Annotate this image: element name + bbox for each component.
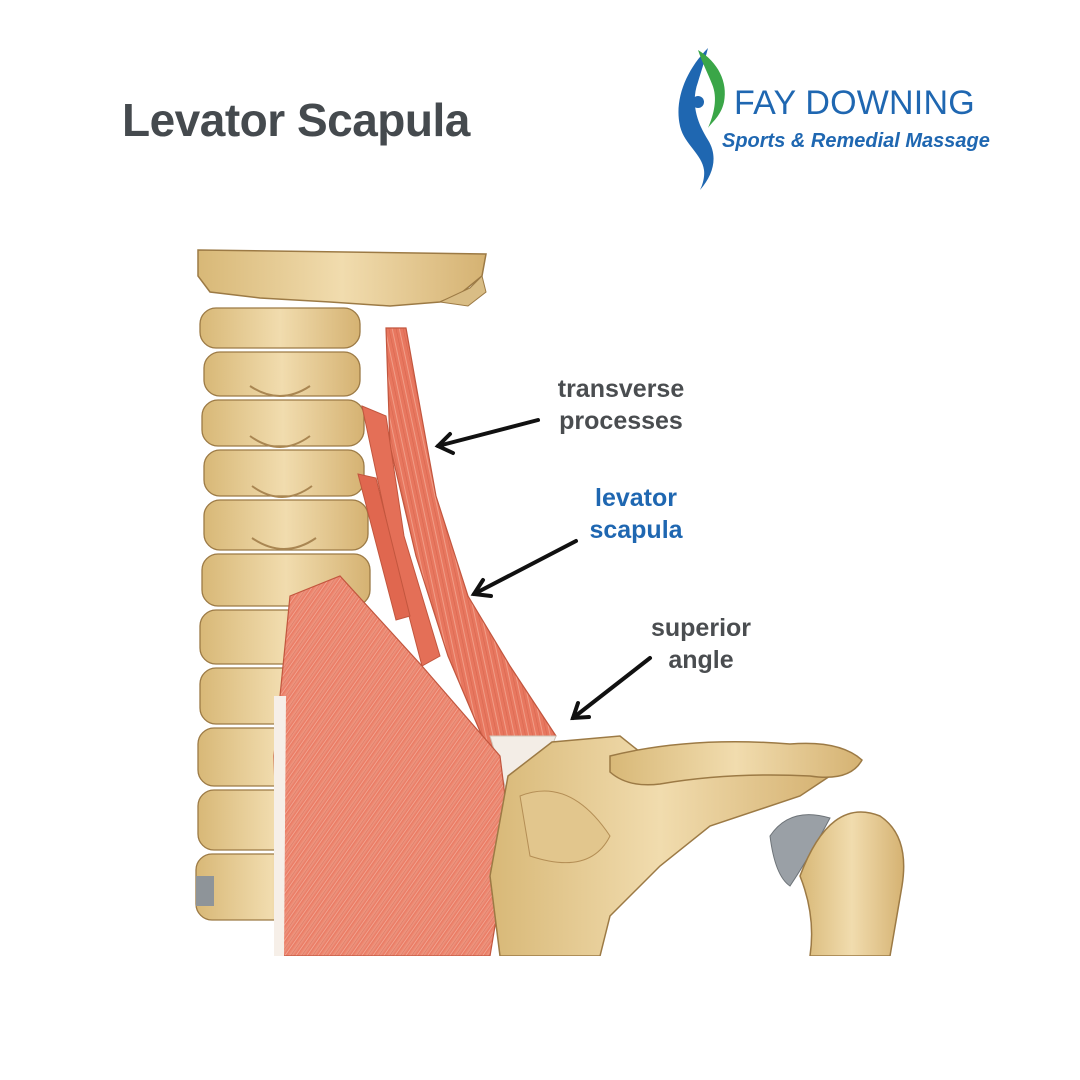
skull-base [197, 249, 487, 307]
label-transverse-processes: transverse processes [548, 373, 694, 437]
label-levator-scapula-line2: scapula [589, 516, 683, 544]
figure-swoosh-icon [678, 48, 725, 190]
clavicle [609, 740, 863, 786]
label-transverse-processes-line1: transverse [557, 375, 685, 403]
label-superior-angle-line1: superior [650, 614, 752, 642]
label-superior-angle: superior angle [640, 612, 762, 676]
label-transverse-processes-line2: processes [559, 407, 683, 435]
levator-scapula-muscle [357, 327, 557, 797]
arrow-levator-scapula [470, 539, 578, 598]
label-levator-scapula: levator scapula [578, 482, 694, 546]
brand-name: FAY DOWNING [734, 84, 975, 122]
arrow-transverse-processes [434, 418, 540, 455]
brand-logo: FAY DOWNING Sports & Remedial Massage [668, 42, 1008, 192]
arrow-superior-angle [570, 656, 652, 721]
scapula [489, 735, 832, 956]
brand-tagline: Sports & Remedial Massage [722, 130, 990, 152]
label-superior-angle-line2: angle [668, 646, 734, 674]
shoulder-joint [769, 811, 905, 956]
page-title: Levator Scapula [122, 94, 470, 146]
anatomy-illustration [195, 249, 905, 956]
label-levator-scapula-line1: levator [595, 484, 677, 512]
